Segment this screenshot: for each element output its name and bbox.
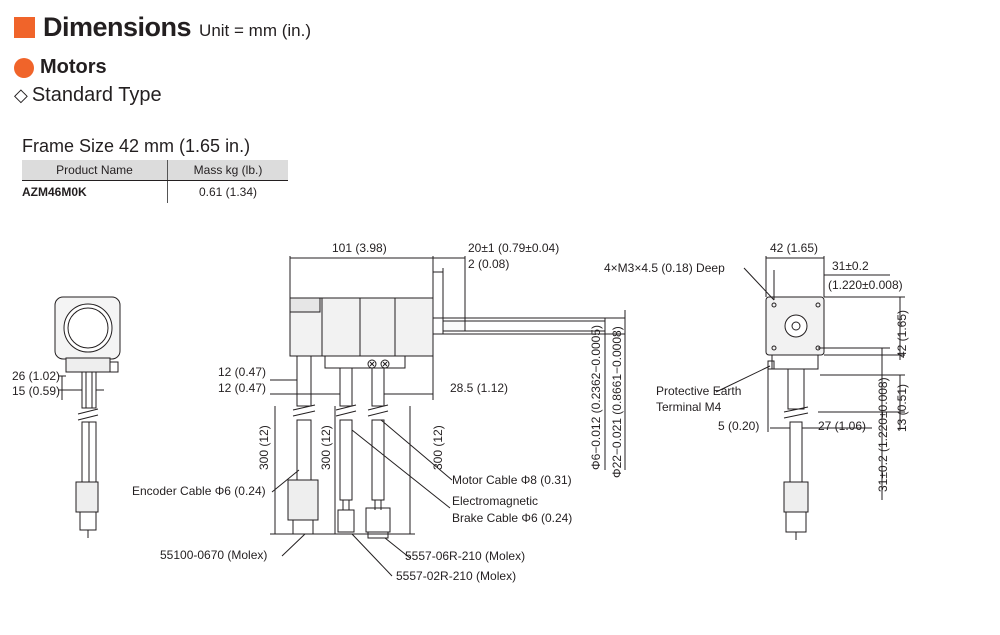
front-vdim-31: 31±0.2 (1.220±0.008) — [876, 377, 890, 492]
page-title: Dimensions — [43, 12, 192, 42]
encoder-cable-label: Encoder Cable Φ6 (0.24) — [132, 484, 266, 498]
cable-300-b: 300 (12) — [319, 425, 333, 470]
section-subtitle: ◇ Standard Type — [14, 84, 162, 107]
brake-cable-label-2: Brake Cable Φ6 (0.24) — [452, 511, 572, 525]
dim-phi22: Φ22−0.021 (0.8661−0.0008) — [610, 326, 624, 478]
section-subtitle-text: Standard Type — [31, 84, 162, 106]
dim-12b: 12 (0.47) — [218, 381, 266, 395]
connector-55100: 55100-0670 (Molex) — [160, 548, 267, 562]
motor-cable-label: Motor Cable Φ8 (0.31) — [452, 473, 572, 487]
front-dim-42: 42 (1.65) — [770, 241, 818, 255]
dim-28-5: 28.5 (1.12) — [450, 381, 508, 395]
dim-12a: 12 (0.47) — [218, 365, 266, 379]
cable-300-a: 300 (12) — [257, 425, 271, 470]
protective-earth-label-1: Protective Earth — [656, 384, 741, 398]
cable-300-c: 300 (12) — [431, 425, 445, 470]
protective-earth-label-2: Terminal M4 — [656, 400, 722, 414]
front-dim-5: 5 (0.20) — [718, 419, 759, 433]
front-view — [715, 256, 905, 540]
frame-size-caption: Frame Size 42 mm (1.65 in.) — [22, 136, 251, 156]
connector-5557-06r: 5557-06R-210 (Molex) — [405, 549, 525, 563]
front-dim-31-in: (1.220±0.008) — [828, 278, 903, 292]
section-title: Motors — [14, 56, 107, 79]
table-row: AZM46M0K 0.61 (1.34) — [22, 180, 288, 203]
front-vdim-13: 13 (0.51) — [895, 384, 909, 432]
orange-square-icon — [14, 17, 35, 38]
dim-15: 15 (0.59) — [12, 384, 60, 398]
left-view — [54, 296, 121, 538]
dim-101: 101 (3.98) — [332, 241, 387, 255]
mass-cell: 0.61 (1.34) — [167, 180, 288, 203]
unit-label: Unit = mm (in.) — [199, 21, 311, 40]
product-name-cell: AZM46M0K — [22, 185, 87, 199]
connector-5557-02r: 5557-02R-210 (Molex) — [396, 569, 516, 583]
table-header-row: Product Name Mass kg (lb.) — [22, 160, 288, 181]
column-header-product: Product Name — [22, 160, 168, 181]
dim-phi6: Φ6−0.012 (0.2362−0.0005) — [589, 325, 603, 470]
brake-cable-label-1: Electromagnetic — [452, 494, 538, 508]
dim-20: 20±1 (0.79±0.04) — [468, 241, 559, 255]
dim-2: 2 (0.08) — [468, 257, 509, 271]
orange-dot-icon — [14, 57, 34, 78]
dimensions-header: Dimensions Unit = mm (in.) — [14, 12, 311, 46]
tapped-hole-label: 4×M3×4.5 (0.18) Deep — [604, 261, 725, 275]
front-dim-31: 31±0.2 — [832, 259, 869, 273]
side-view — [270, 256, 626, 577]
section-title-text: Motors — [40, 56, 107, 78]
diamond-icon: ◇ — [14, 85, 28, 105]
product-table: Product Name Mass kg (lb.) AZM46M0K 0.61… — [22, 160, 288, 203]
dim-26: 26 (1.02) — [12, 369, 60, 383]
front-vdim-42: 42 (1.65) — [895, 310, 909, 358]
column-header-mass: Mass kg (lb.) — [167, 160, 288, 181]
front-dim-27: 27 (1.06) — [818, 419, 866, 433]
